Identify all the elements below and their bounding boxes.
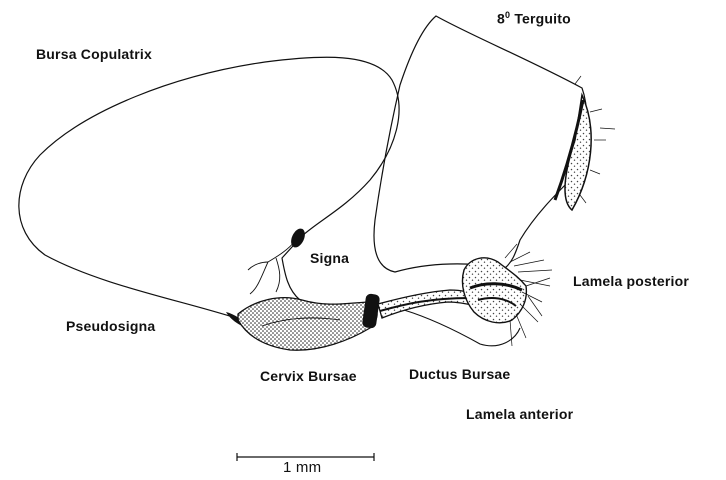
label-pseudosigna: Pseudosigna	[66, 318, 155, 334]
label-cervix-bursae: Cervix Bursae	[260, 368, 357, 384]
ductus-bursae	[378, 290, 476, 318]
ductus-constriction	[362, 293, 381, 329]
label-bursa-copulatrix: Bursa Copulatrix	[36, 46, 152, 62]
scale-bar-label: 1 mm	[283, 459, 321, 476]
label-tergite-superscript: 0	[505, 10, 510, 20]
label-lamela-anterior: Lamela anterior	[466, 406, 573, 422]
label-ductus-bursae: Ductus Bursae	[409, 366, 510, 382]
label-lamela-posterior: Lamela posterior	[573, 273, 689, 289]
label-tergite-word: Terguito	[514, 11, 571, 27]
lamela-posterior-plate	[462, 258, 526, 323]
signa-mark	[288, 226, 307, 249]
label-tergite: 80 Terguito	[497, 10, 571, 27]
label-tergite-number: 8	[497, 11, 505, 27]
label-signa: Signa	[310, 250, 349, 266]
cervix-bursae	[238, 298, 377, 351]
tergite-outline	[374, 16, 587, 272]
bursa-copulatrix-outline	[19, 57, 399, 318]
